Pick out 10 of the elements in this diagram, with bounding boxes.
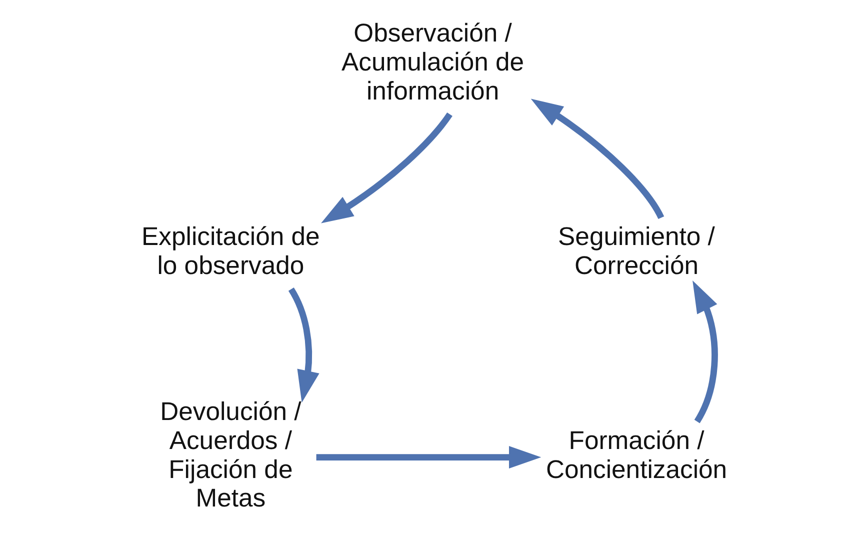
arrow [321, 112, 452, 224]
node-text: Devolución / Acuerdos / Fijación de Metas [160, 398, 302, 513]
node-text: Seguimiento / Corrección [558, 223, 715, 280]
arrow [530, 98, 664, 220]
arrow [692, 280, 718, 424]
node-text: Explicitación de lo observado [142, 223, 320, 280]
node-text: Formación / Concientización [546, 426, 728, 484]
node-text: Observación / Acumulación de información [342, 20, 524, 106]
arrow [288, 288, 320, 403]
arrow [316, 446, 542, 469]
